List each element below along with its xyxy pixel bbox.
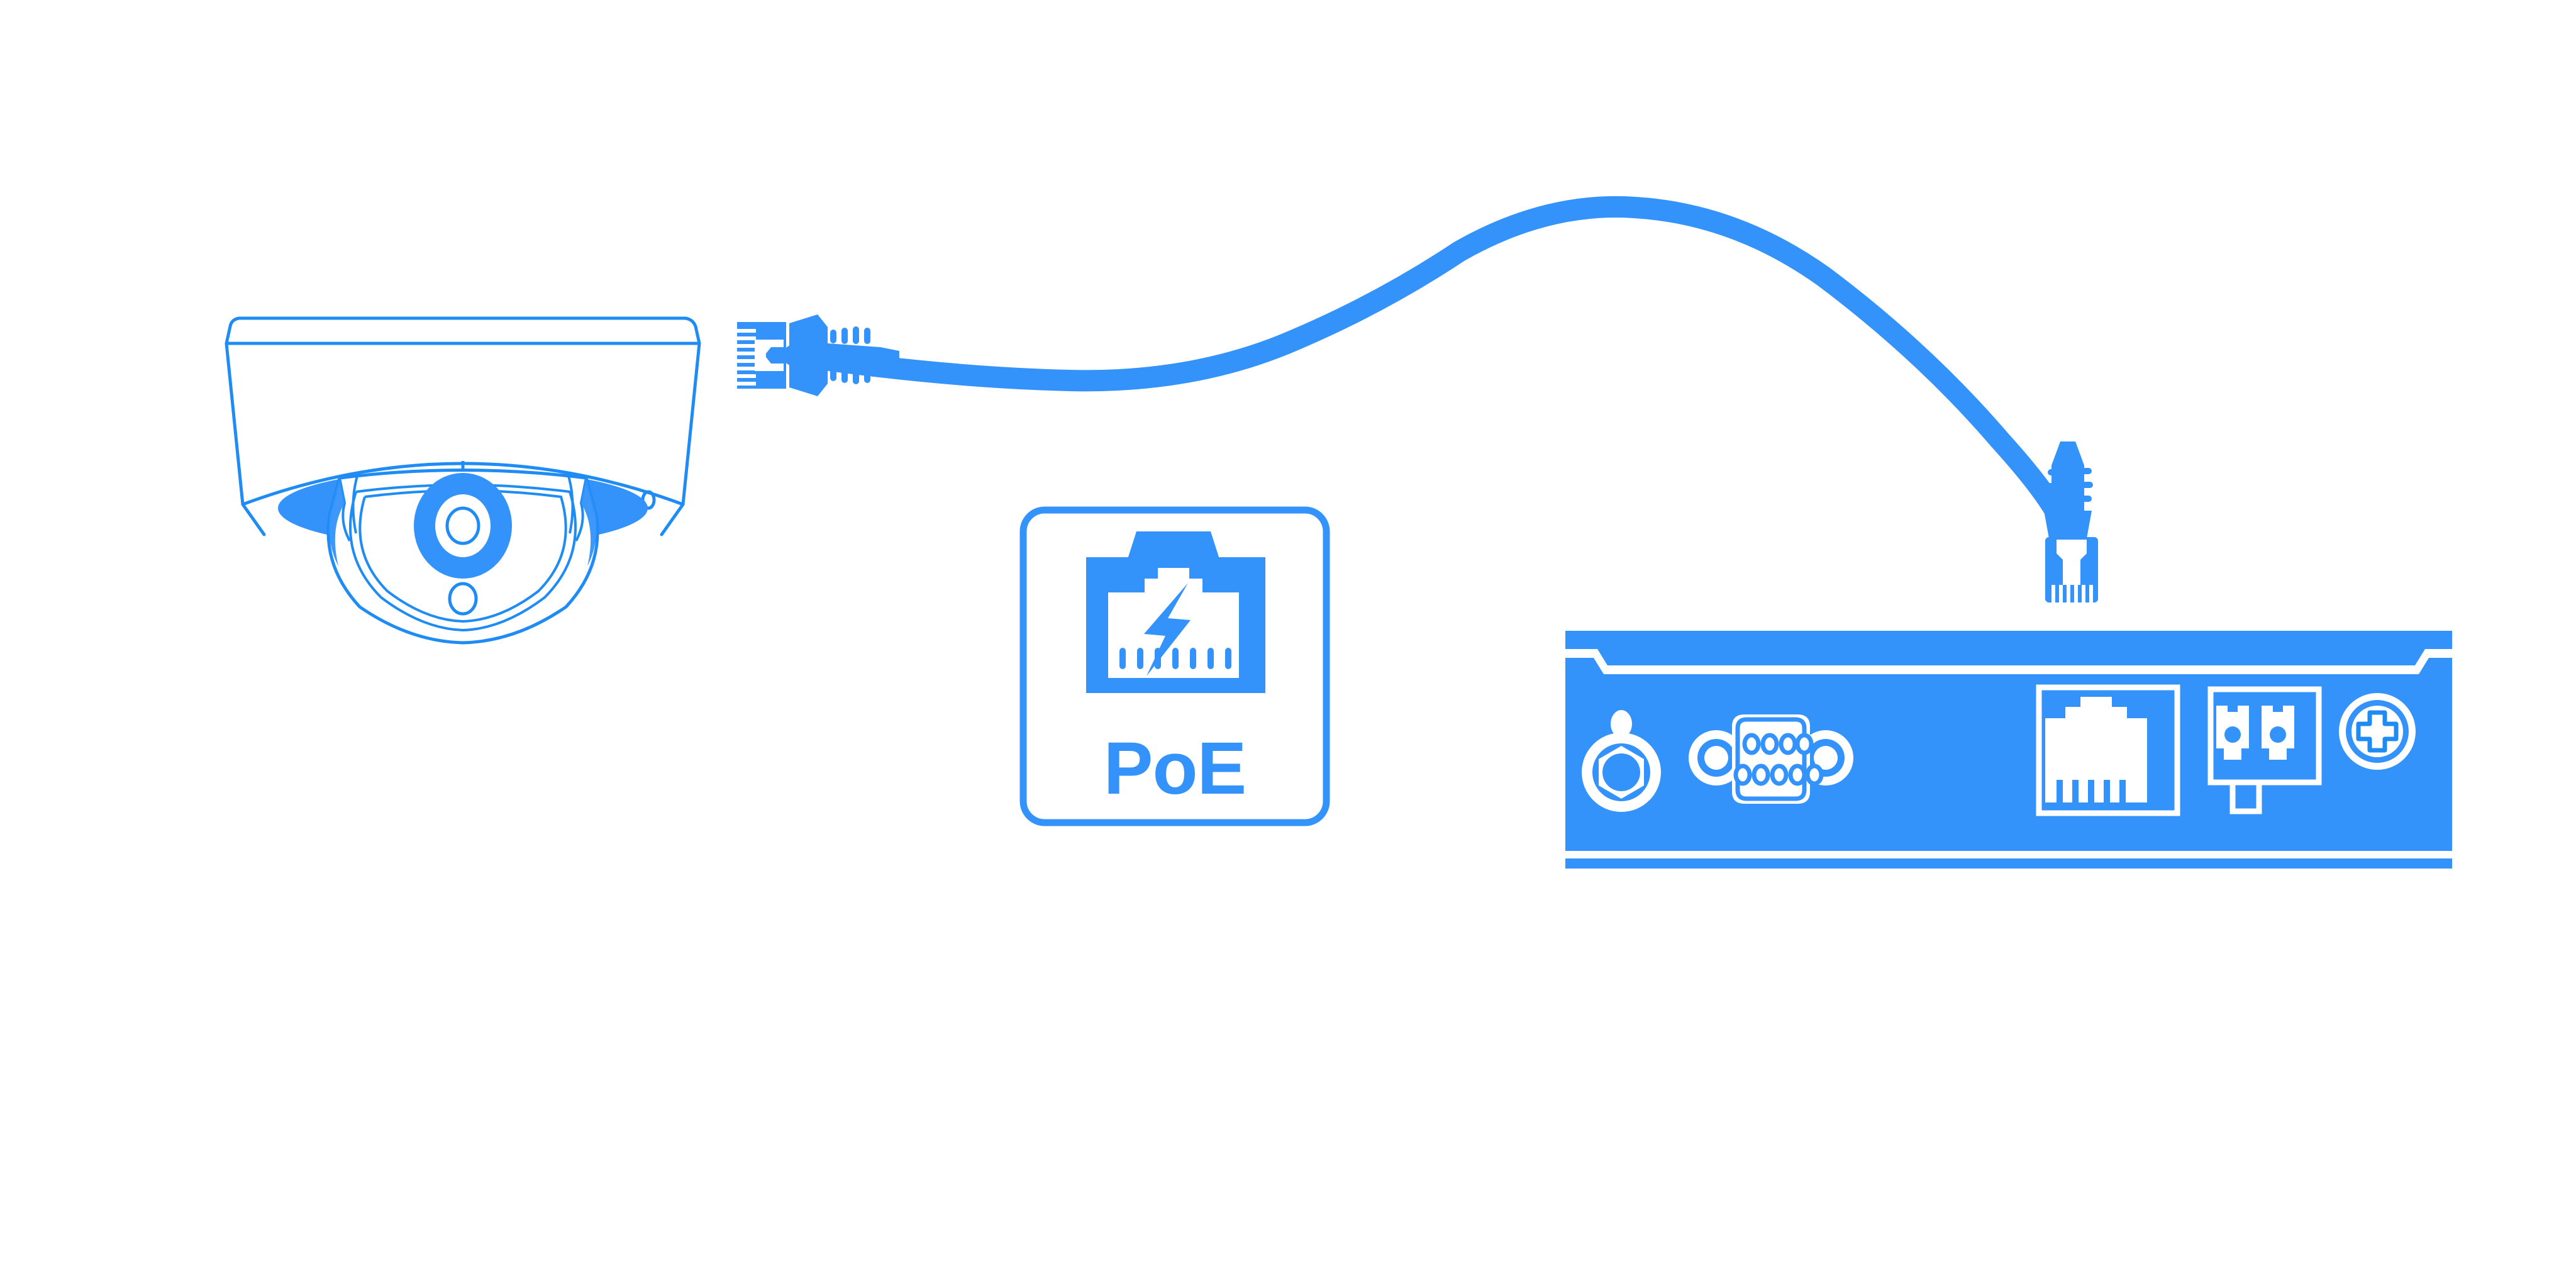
- db9-pins-top: [1742, 733, 1814, 755]
- rj45-pin-contacts: [737, 329, 756, 386]
- dome-ip-camera[interactable]: [225, 316, 701, 645]
- rj45-jack-opening: [2045, 697, 2147, 802]
- poe-jack-pin-slots: [1119, 648, 1231, 669]
- power-indicator-dot: [1611, 710, 1632, 738]
- phillips-screw-icon: [2356, 710, 2399, 753]
- rj45-pin-contacts: [2051, 585, 2093, 602]
- serial-port[interactable]: [1689, 714, 1853, 804]
- camera-lens: [414, 473, 512, 579]
- rj45-plug-nvr-end[interactable]: [2044, 441, 2098, 602]
- ethernet-port[interactable]: [2036, 684, 2180, 816]
- poe-jack-tab: [1126, 531, 1221, 563]
- rj45-jack-pin-slots: [2057, 780, 2126, 802]
- ground-screw[interactable]: [2339, 693, 2416, 770]
- poe-label: PoE: [1104, 727, 1246, 810]
- power-connector[interactable]: [1582, 710, 1661, 812]
- ethernet-cable[interactable]: [783, 196, 2079, 552]
- ir-sensor: [448, 582, 478, 616]
- video-ports[interactable]: [2207, 686, 2322, 814]
- nvr-foot-bar: [1565, 858, 2452, 869]
- db9-shell: [1732, 714, 1810, 804]
- video-port-leg: [2211, 779, 2270, 814]
- db9-pins-bottom: [1733, 763, 1824, 786]
- rj45-jack-frame: [2036, 684, 2180, 816]
- rj45-plug-camera-end[interactable]: [737, 314, 899, 396]
- nvr-top-lip: [1565, 649, 2452, 674]
- nvr-rear-panel[interactable]: [1565, 631, 2452, 869]
- mounting-bracket: [225, 316, 701, 345]
- lightning-bolt-icon: [1144, 583, 1191, 676]
- poe-badge[interactable]: PoE: [1019, 506, 1330, 826]
